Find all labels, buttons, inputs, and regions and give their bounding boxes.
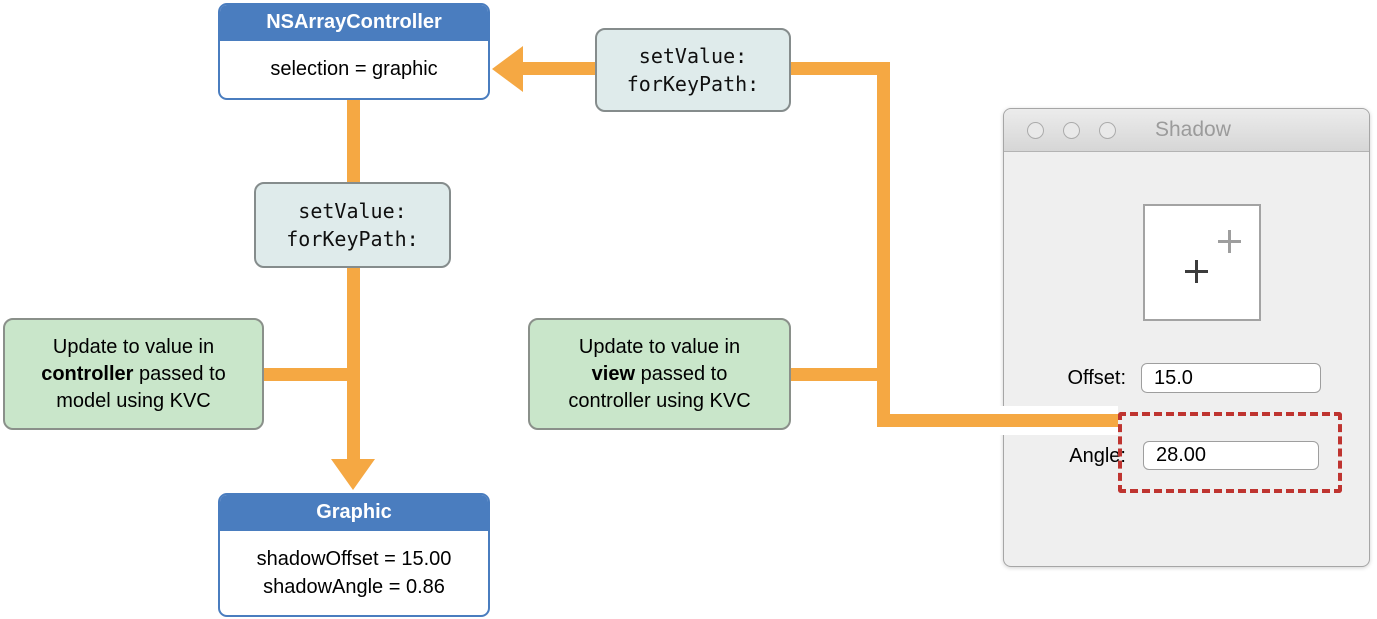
graphic-box: Graphic shadowOffset = 15.00 shadowAngle… (218, 493, 490, 617)
traffic-light-close-button[interactable] (1027, 121, 1044, 139)
arrowhead-down-icon (331, 459, 375, 490)
arrow-right-vertical (877, 62, 890, 427)
graphic-shadow-offset-text: shadowOffset = 15.00 (256, 547, 452, 570)
shadow-position-marker-icon (1218, 230, 1241, 253)
note-mid-line3: controller using KVC (568, 389, 751, 412)
nsarraycontroller-selection-text: selection = graphic (270, 58, 438, 80)
arrow-from-angle-field (877, 414, 1118, 427)
shadow-window: Shadow Offset: Angle: (1003, 108, 1370, 567)
nsarraycontroller-title: NSArrayController (220, 5, 488, 41)
note-controller-to-model: Update to value in controller passed to … (3, 318, 264, 430)
graphic-shadow-angle-text: shadowAngle = 0.86 (263, 575, 445, 598)
connector-note-left (262, 368, 360, 381)
window-title: Shadow (1155, 118, 1231, 141)
connector-note-mid (788, 368, 890, 381)
kvc-call-left: setValue: forKeyPath: (254, 182, 451, 268)
kvc-call-top: setValue: forKeyPath: (595, 28, 791, 112)
angle-field-highlight (1118, 412, 1342, 493)
angle-label: Angle: (1069, 445, 1126, 467)
note-left-bold: controller (41, 362, 134, 385)
note-view-to-controller: Update to value in view passed to contro… (528, 318, 791, 430)
note-mid-line2: passed to (635, 362, 728, 385)
note-mid-line1: Update to value in (578, 335, 741, 358)
arrow-controller-to-model-shaft (347, 100, 360, 460)
nsarraycontroller-box: NSArrayController selection = graphic (218, 3, 490, 100)
object-position-marker-icon (1185, 260, 1208, 283)
note-left-line2: passed to (133, 362, 226, 385)
traffic-light-zoom-button[interactable] (1099, 121, 1116, 139)
offset-label: Offset: (1067, 367, 1126, 389)
traffic-light-minimize-button[interactable] (1063, 121, 1080, 139)
note-left-line3: model using KVC (56, 389, 211, 412)
graphic-title: Graphic (220, 495, 488, 531)
note-left-line1: Update to value in (52, 335, 215, 358)
angle-input[interactable] (1143, 441, 1319, 470)
note-mid-bold: view (591, 362, 636, 385)
shadow-preview-well[interactable] (1143, 204, 1261, 321)
offset-input[interactable] (1141, 363, 1321, 393)
arrowhead-left-icon (492, 46, 523, 92)
shadow-window-titlebar[interactable]: Shadow (1004, 109, 1369, 152)
